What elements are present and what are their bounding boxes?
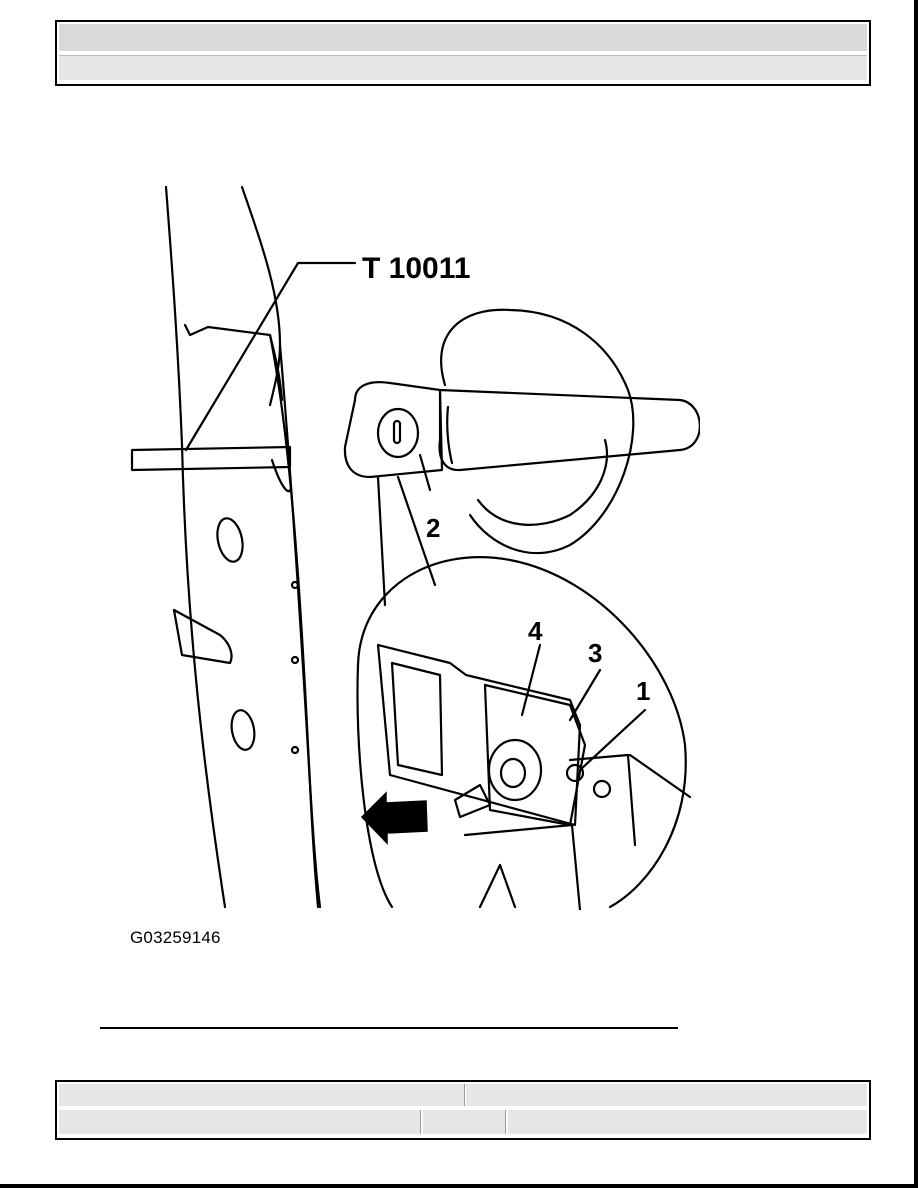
page-header [55, 20, 871, 86]
footer-cell-top-right [466, 1084, 867, 1106]
lock-barrel [487, 738, 543, 802]
frame-outer [376, 643, 582, 827]
callout-3-leader [568, 668, 602, 722]
callout-1: 1 [636, 676, 650, 706]
illustration-svg: T 10011 2 4 3 1 [130, 185, 701, 912]
zoom-line-left [376, 475, 387, 607]
figure-code: G03259146 [130, 928, 221, 947]
door-edge [278, 343, 320, 909]
screw [565, 763, 585, 783]
lock-barrel-core [499, 757, 527, 789]
pillar-edge-inner [240, 185, 282, 407]
callout-2: 2 [426, 513, 440, 543]
pillar-hole-bottom [230, 709, 256, 751]
callout-4-leader [520, 643, 542, 717]
hole-detail [592, 779, 612, 799]
tool-label: T 10011 [362, 252, 470, 285]
pillar-dot-1 [290, 580, 300, 590]
handle-recess [440, 308, 635, 555]
lock-cylinder [376, 407, 420, 459]
frame-inner [390, 661, 444, 777]
panel-slash [628, 753, 692, 799]
pillar-dot-2 [290, 655, 300, 665]
callout-2-leader [418, 453, 432, 492]
tool-shaft [130, 445, 292, 472]
tool-leader [184, 261, 357, 452]
push-arrow-icon [360, 791, 428, 845]
header-subtitle-bar [59, 55, 867, 80]
pillar-dot-3 [290, 745, 300, 755]
callout-3: 3 [588, 638, 602, 668]
page-footer [55, 1080, 871, 1140]
pillar-edge-outer [164, 185, 227, 909]
detail-circle [356, 556, 687, 909]
pillar-slot [172, 608, 233, 665]
pillar-hole-top [216, 517, 244, 563]
door-handle [438, 388, 701, 472]
footer-cell-bottom-right [508, 1110, 867, 1134]
header-title-bar [59, 24, 867, 51]
callout-4: 4 [528, 616, 543, 646]
panel-edge [568, 753, 637, 847]
footer-cell-bottom-middle [423, 1110, 506, 1134]
bottom-bracket [463, 823, 582, 912]
key-slot [392, 419, 402, 445]
door-edge-2 [270, 458, 292, 493]
section-divider [100, 1027, 678, 1029]
lock-lever [453, 783, 492, 819]
callout-1-leader [578, 708, 647, 772]
handle-recess-inner [476, 438, 609, 526]
lock-body [483, 683, 587, 827]
door-handle-illustration: T 10011 2 4 3 1 [130, 185, 701, 912]
handle-grip-line [446, 405, 454, 465]
footer-cell-bottom-left [59, 1110, 421, 1134]
footer-cell-top-left [59, 1084, 465, 1106]
lock-housing [343, 381, 444, 479]
bottom-spike [478, 863, 517, 909]
pillar-panel-line [268, 333, 284, 402]
